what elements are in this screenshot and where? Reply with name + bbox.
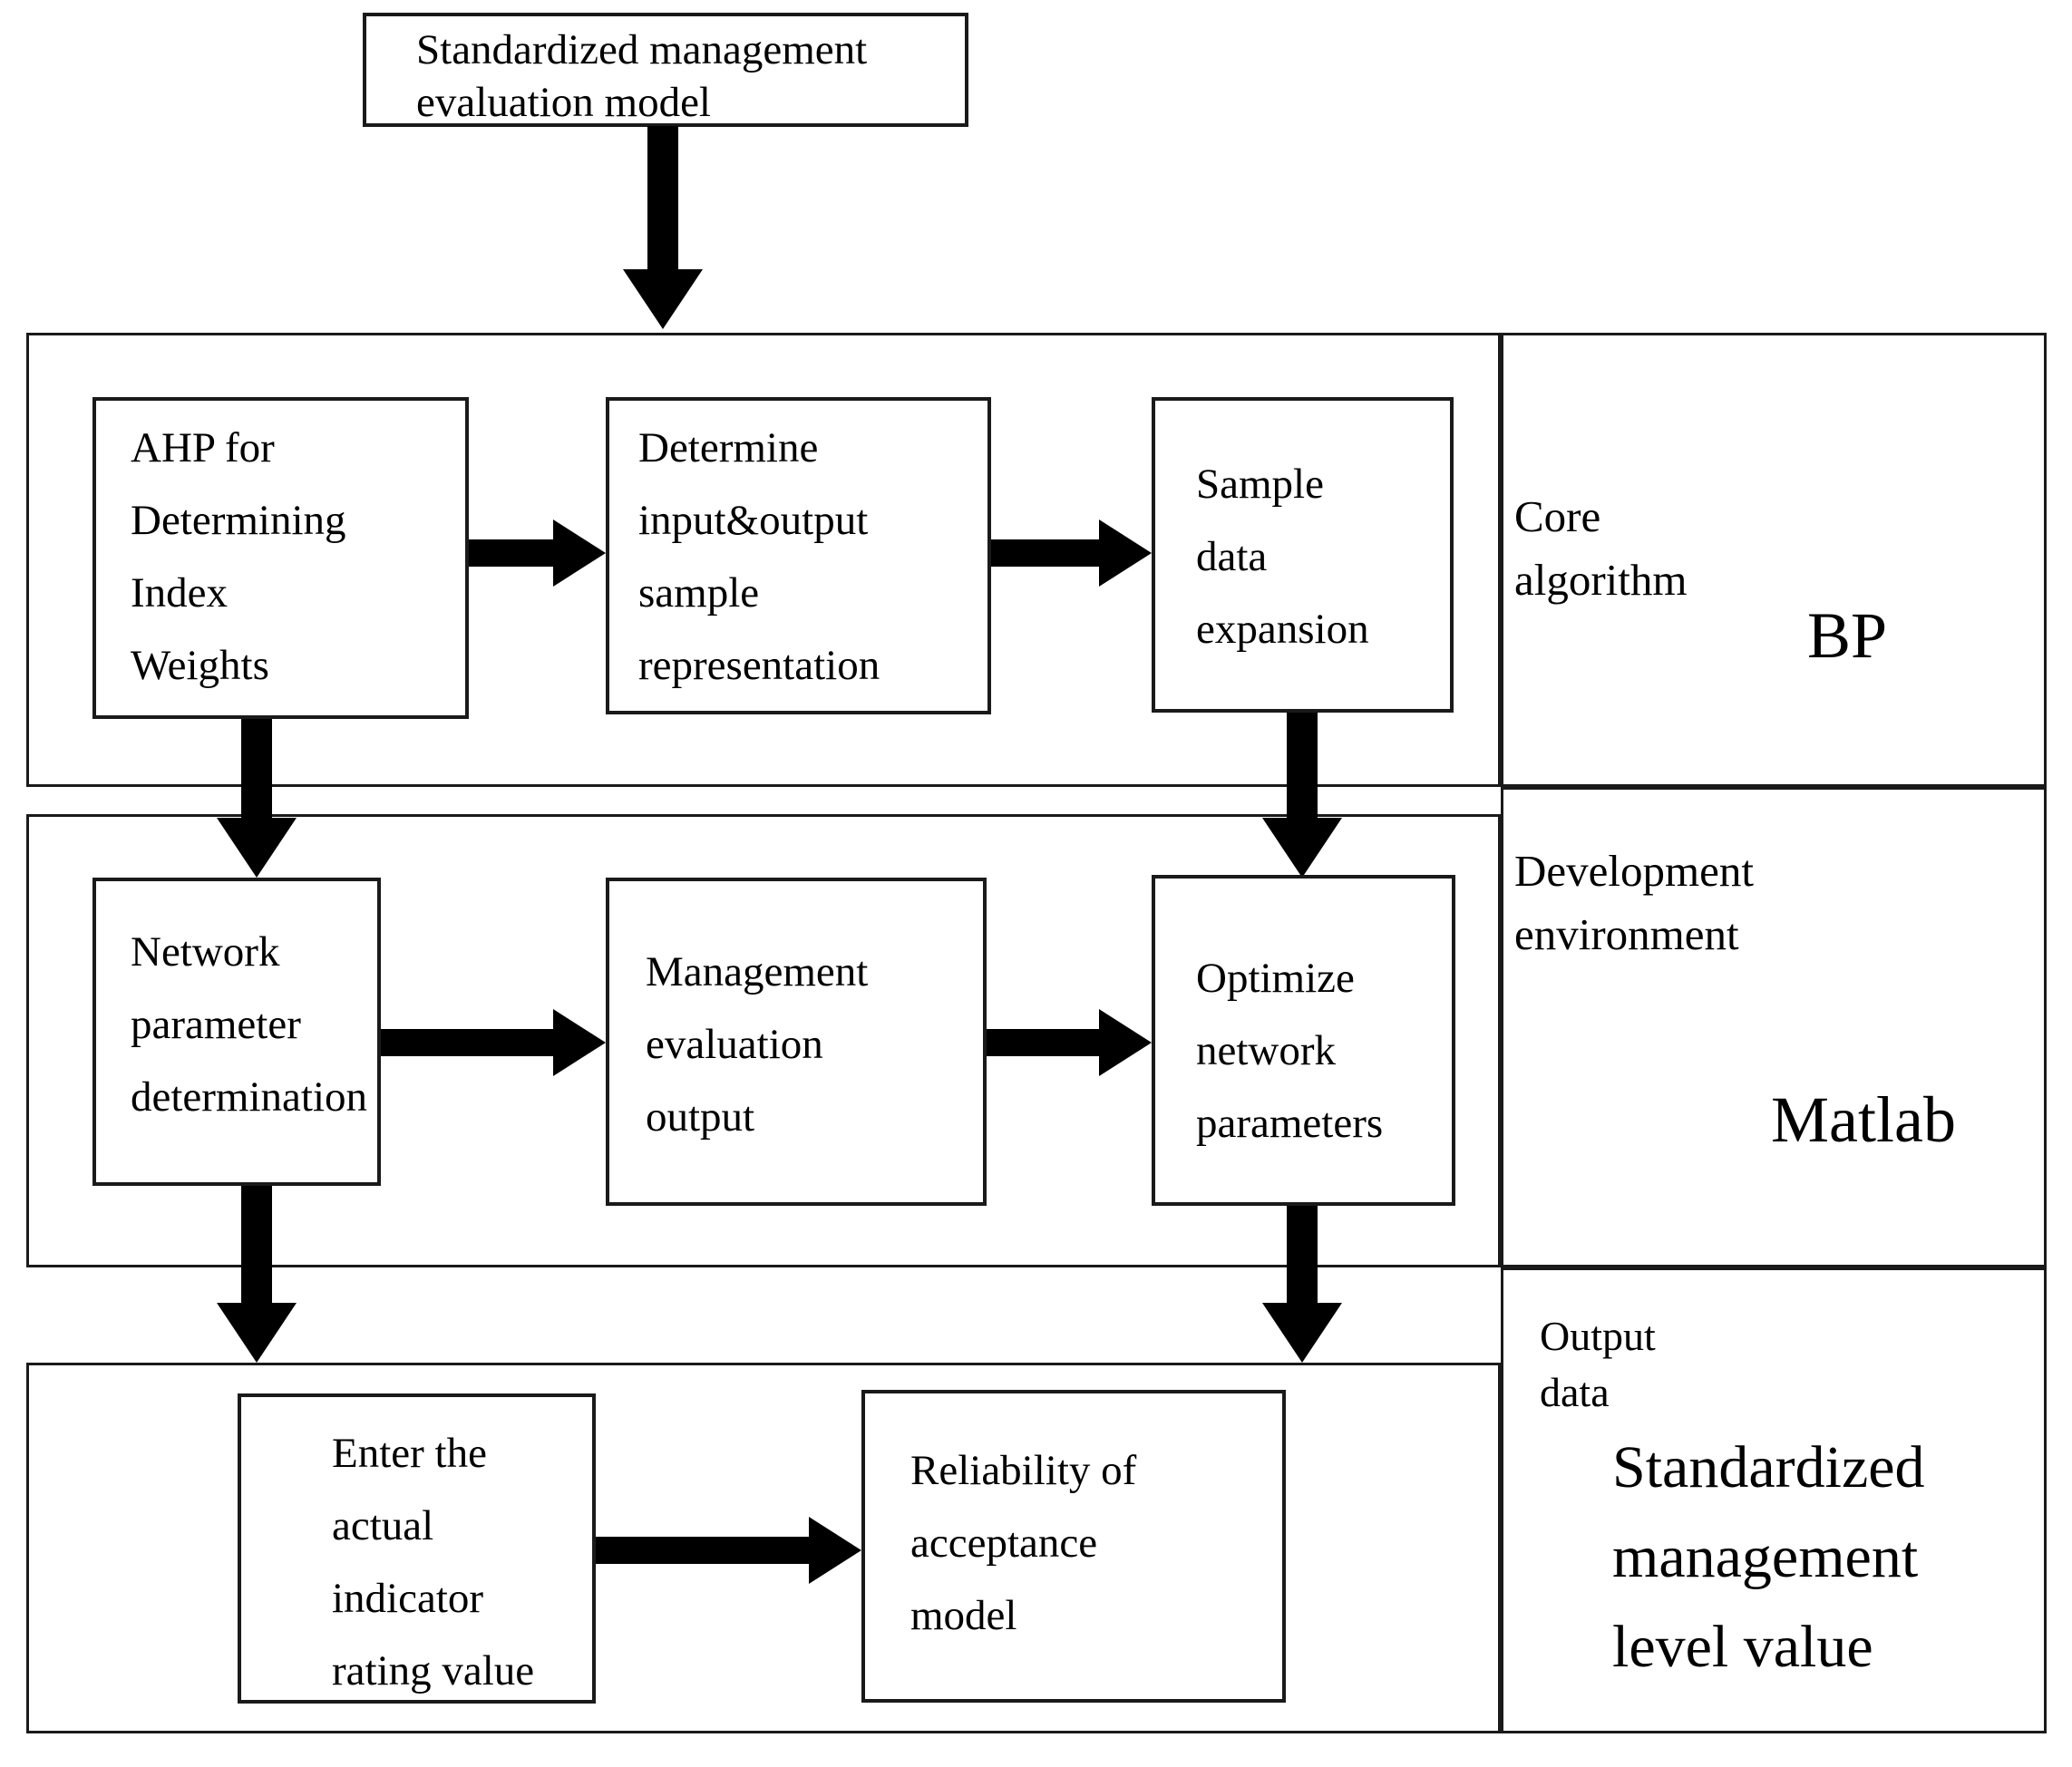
arrow-shaft bbox=[241, 1186, 272, 1303]
arrow-head bbox=[553, 519, 606, 587]
arrow-shaft bbox=[469, 539, 553, 567]
arrow-shaft bbox=[991, 539, 1099, 567]
arrow-head bbox=[1262, 1303, 1342, 1363]
arrow-head bbox=[553, 1009, 606, 1076]
arrow-network-to-management bbox=[381, 1009, 606, 1076]
arrow-shaft bbox=[596, 1537, 809, 1564]
arrow-shaft bbox=[241, 719, 272, 818]
arrow-shaft bbox=[647, 126, 678, 269]
arrow-ahp-to-determine bbox=[469, 519, 606, 587]
arrow-head bbox=[1099, 519, 1152, 587]
arrow-shaft bbox=[1287, 1206, 1318, 1303]
arrow-head bbox=[623, 269, 703, 329]
arrow-shaft bbox=[1287, 713, 1318, 818]
arrow-shaft bbox=[987, 1029, 1099, 1056]
arrow-head bbox=[1099, 1009, 1152, 1076]
arrow-head bbox=[217, 1303, 297, 1363]
arrow-head bbox=[217, 818, 297, 878]
arrow-determine-to-sample bbox=[991, 519, 1152, 587]
arrow-head bbox=[809, 1517, 861, 1584]
arrow-shaft bbox=[381, 1029, 553, 1056]
dev-environment-value: Matlab bbox=[1771, 1083, 1956, 1156]
arrow-enter-to-reliability bbox=[596, 1517, 861, 1584]
arrow-management-to-optimize bbox=[987, 1009, 1152, 1076]
core-algorithm-value: BP bbox=[1807, 599, 1888, 672]
arrow-head bbox=[1262, 818, 1342, 878]
